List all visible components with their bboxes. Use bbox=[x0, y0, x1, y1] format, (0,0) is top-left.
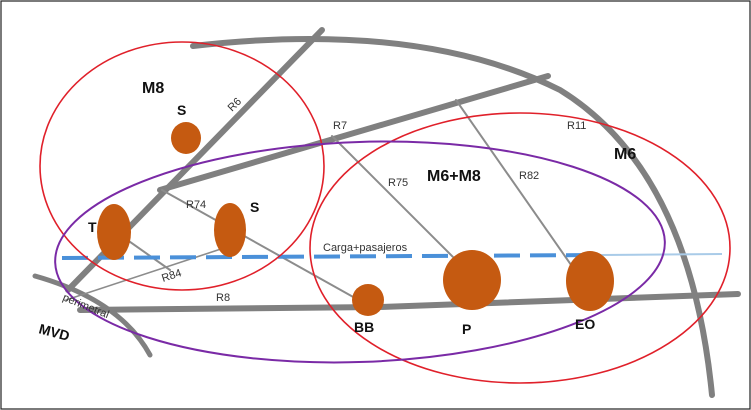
node-p bbox=[443, 250, 501, 310]
road-link-perimetral bbox=[65, 245, 231, 301]
node-s-mid bbox=[214, 203, 246, 257]
zone-label-combined: M6+M8 bbox=[427, 168, 481, 185]
node-bb bbox=[352, 284, 384, 316]
node-label-p: P bbox=[462, 321, 471, 337]
road-label-r82: R82 bbox=[519, 170, 539, 182]
road-label-r75: R75 bbox=[388, 177, 408, 189]
corridor-label: Carga+pasajeros bbox=[323, 242, 408, 254]
road-label-r11: R11 bbox=[567, 120, 586, 132]
road-perimetral bbox=[32, 273, 153, 358]
road-r11-arc bbox=[190, 36, 715, 398]
road-label-r74: R74 bbox=[186, 199, 206, 211]
zone-label-m6: M6 bbox=[614, 146, 636, 163]
nodes bbox=[97, 122, 614, 316]
node-s-top bbox=[171, 122, 201, 154]
road-label-r7: R7 bbox=[333, 120, 347, 132]
zone-m8-circle bbox=[39, 41, 325, 291]
node-label-eo: EO bbox=[575, 316, 595, 332]
zone-combined-ellipse bbox=[54, 140, 666, 364]
road-label-r84: R84 bbox=[160, 267, 183, 285]
road-r82 bbox=[455, 99, 577, 273]
node-label-s-top: S bbox=[177, 102, 186, 118]
node-label-t: T bbox=[88, 219, 97, 235]
zone-label-m8: M8 bbox=[142, 80, 164, 97]
zone-m6-circle bbox=[309, 112, 731, 384]
node-label-bb: BB bbox=[354, 319, 374, 335]
road-r7 bbox=[157, 73, 551, 193]
node-eo bbox=[566, 251, 614, 311]
place-label-mvd: MVD bbox=[37, 320, 71, 344]
zones bbox=[39, 41, 731, 384]
road-r8 bbox=[77, 291, 741, 313]
node-t bbox=[97, 204, 131, 260]
road-r74 bbox=[161, 189, 356, 299]
corridor-line bbox=[61, 253, 723, 260]
node-label-s-mid: S bbox=[250, 199, 259, 215]
road-r75 bbox=[331, 135, 469, 273]
road-label-r8: R8 bbox=[216, 292, 230, 304]
